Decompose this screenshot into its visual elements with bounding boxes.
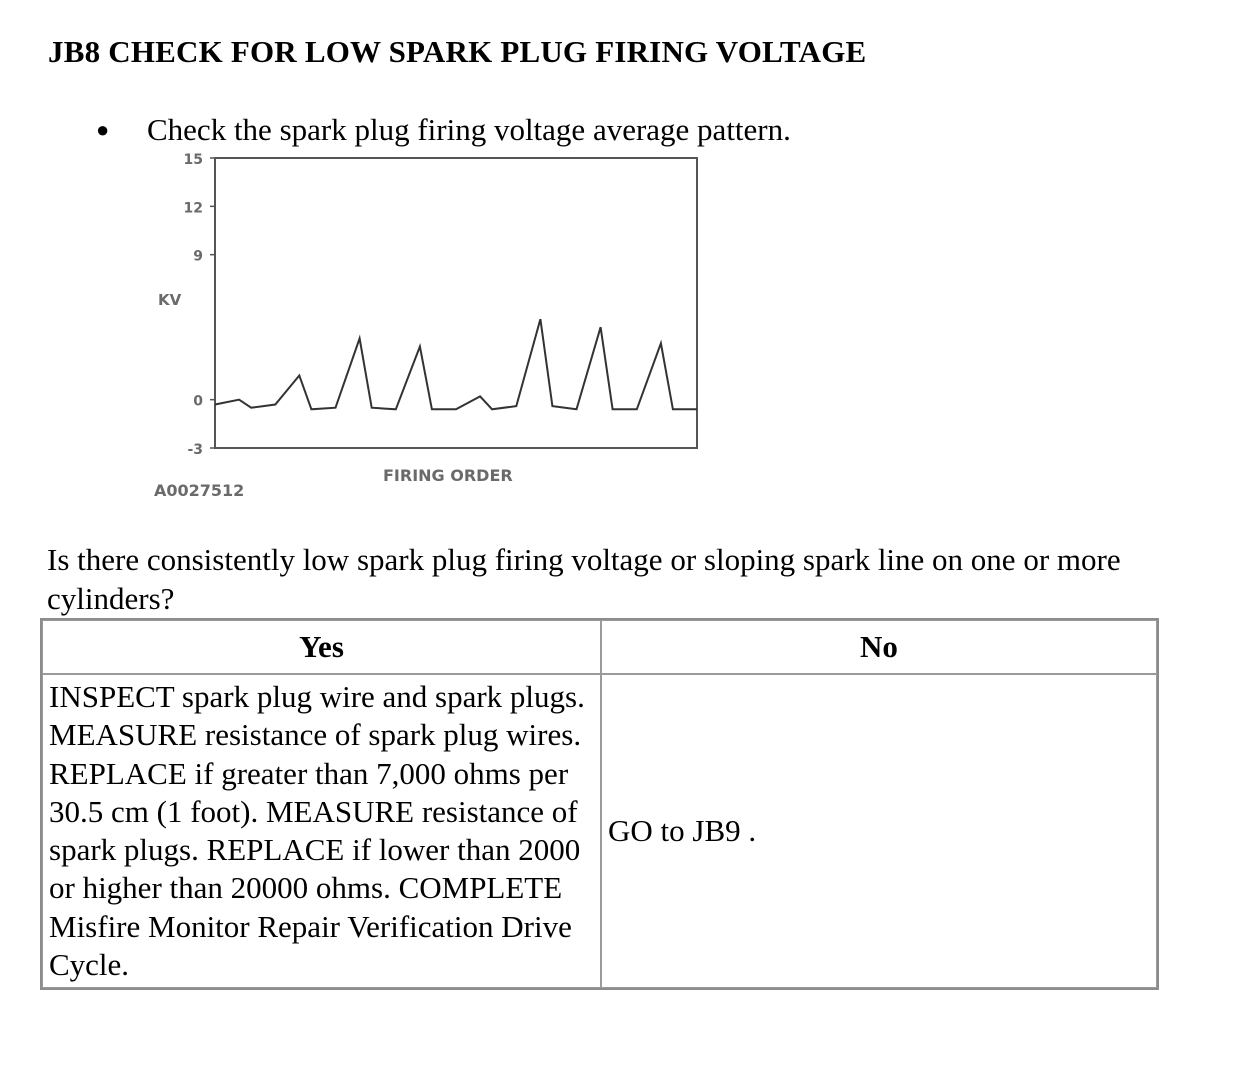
table-row: INSPECT spark plug wire and spark plugs.… — [42, 674, 1157, 989]
header-yes: Yes — [42, 620, 601, 674]
y-tick-label: 15 — [184, 152, 203, 168]
question-text: Is there consistently low spark plug fir… — [47, 542, 1121, 616]
y-tick-label: 12 — [184, 200, 203, 216]
plot-frame — [214, 157, 698, 449]
y-tick-label: 0 — [193, 394, 203, 410]
header-no: No — [601, 620, 1157, 674]
bullet-icon: ● — [96, 117, 110, 142]
voltage-trace — [214, 318, 697, 411]
yes-cell: INSPECT spark plug wire and spark plugs.… — [42, 674, 601, 989]
y-tick-label: -3 — [187, 442, 203, 458]
table-header-row: Yes No — [42, 620, 1157, 674]
firing-voltage-figure: KV FIRING ORDER A0027512 15 12 9 0 -3 — [150, 145, 710, 505]
x-axis-label: FIRING ORDER — [383, 466, 513, 485]
y-tick-label: 9 — [193, 249, 203, 265]
yes-no-table: Yes No INSPECT spark plug wire and spark… — [40, 618, 1159, 991]
figure-id: A0027512 — [154, 481, 244, 500]
y-axis-label: KV — [158, 291, 182, 309]
bullet-instruction: Check the spark plug firing voltage aver… — [147, 112, 791, 147]
no-cell: GO to JB9 . — [601, 674, 1157, 989]
page-heading: JB8 CHECK FOR LOW SPARK PLUG FIRING VOLT… — [48, 34, 867, 69]
firing-voltage-chart: KV FIRING ORDER A0027512 15 12 9 0 -3 — [154, 152, 698, 500]
